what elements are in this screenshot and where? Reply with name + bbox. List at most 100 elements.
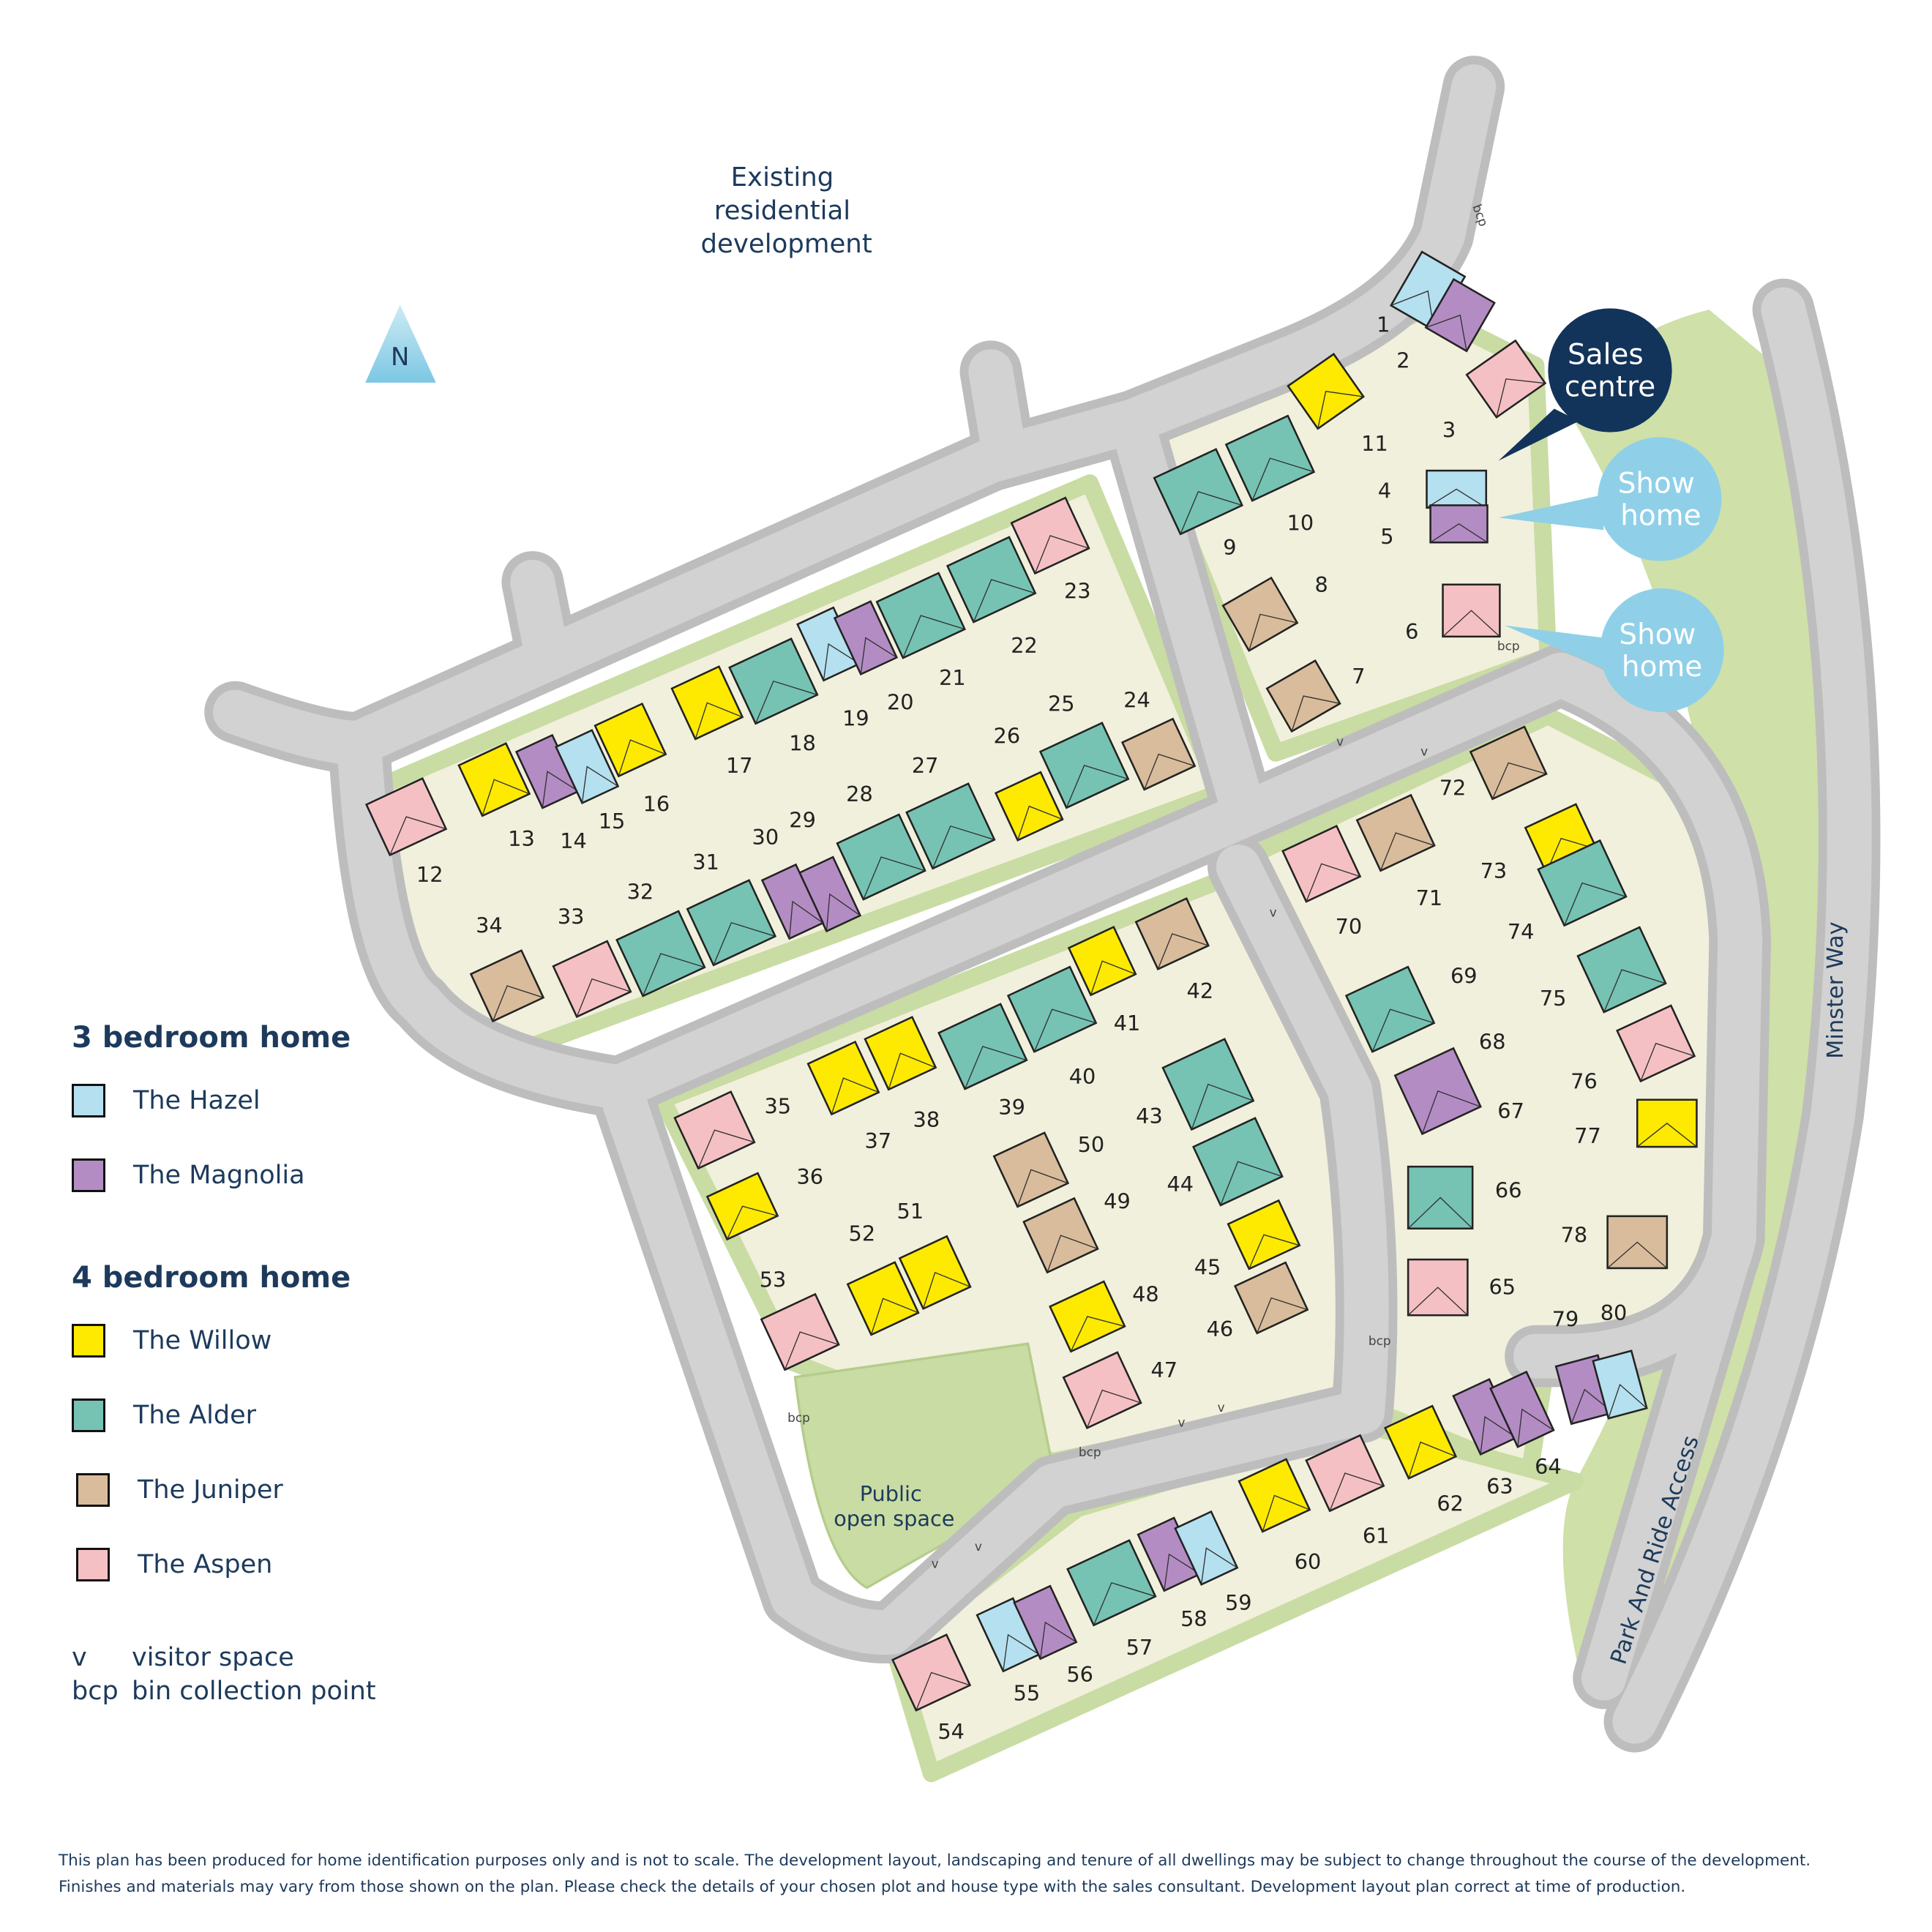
plot-number[interactable]: 9 [1223,535,1236,560]
plot-number[interactable]: 39 [998,1095,1025,1120]
plot-number[interactable]: 35 [764,1093,791,1118]
plot-number[interactable]: 4 [1378,478,1391,503]
house-aspen-plot-70[interactable] [1281,825,1362,903]
house-alder-plot-66[interactable] [1407,1165,1474,1230]
house-alder-plot-32[interactable] [615,910,706,997]
house-magnolia-plot-5[interactable] [1429,504,1489,544]
house-aspen-plot-3[interactable] [1465,339,1547,419]
house-willow-plot-37[interactable] [806,1040,880,1116]
plot-number[interactable]: 63 [1486,1474,1513,1499]
plot-number[interactable]: 26 [994,723,1021,748]
plot-number[interactable]: 64 [1535,1454,1562,1479]
plot-number[interactable]: 3 [1442,417,1456,442]
house-juniper-plot-7[interactable] [1265,659,1341,733]
plot-number[interactable]: 54 [937,1719,965,1744]
show-home-callout-plot-4[interactable]: Show home [1498,437,1722,561]
plot-number[interactable]: 30 [752,825,779,850]
plot-number[interactable]: 46 [1207,1317,1234,1341]
plot-number[interactable]: 15 [599,809,626,834]
house-willow-plot-26[interactable] [994,771,1064,842]
house-magnolia-plot-20[interactable] [833,600,899,676]
house-willow-plot-45[interactable] [1227,1199,1301,1270]
plot-number[interactable]: 2 [1396,348,1409,373]
house-alder-plot-74[interactable] [1537,839,1628,927]
plot-number[interactable]: 24 [1123,687,1150,712]
plot-number[interactable]: 23 [1064,578,1091,603]
house-juniper-plot-49[interactable] [1022,1197,1099,1274]
house-juniper-plot-42[interactable] [1134,897,1210,970]
plot-number[interactable]: 1 [1377,312,1390,337]
house-alder-plot-27[interactable] [905,782,996,870]
house-alder-plot-57[interactable] [1066,1539,1157,1627]
house-aspen-plot-6[interactable] [1442,583,1501,638]
plot-number[interactable]: 72 [1439,775,1467,800]
plot-number[interactable]: 21 [939,665,966,690]
plot-number[interactable]: 12 [416,862,443,887]
house-willow-plot-60[interactable] [1238,1458,1311,1533]
plot-number[interactable]: 53 [760,1267,787,1292]
house-juniper-plot-24[interactable] [1120,717,1197,791]
sales-centre-callout[interactable]: Sales centre [1498,308,1672,461]
plot-number[interactable]: 68 [1479,1029,1506,1054]
plot-number[interactable]: 18 [789,731,816,756]
house-willow-plot-36[interactable] [705,1172,779,1241]
plot-number[interactable]: 52 [849,1221,876,1246]
house-hazel-plot-15[interactable] [555,729,620,805]
plot-number[interactable]: 37 [865,1128,892,1153]
plot-number[interactable]: 13 [508,826,535,851]
plot-number[interactable]: 75 [1540,986,1567,1011]
house-aspen-plot-12[interactable] [364,777,448,857]
plot-number[interactable]: 31 [692,850,719,875]
house-magnolia-plot-64[interactable] [1489,1370,1555,1448]
house-alder-plot-39[interactable] [937,1003,1028,1090]
plot-number[interactable]: 62 [1437,1491,1464,1516]
plot-number[interactable]: 78 [1561,1222,1588,1247]
plot-number[interactable]: 55 [1014,1681,1041,1706]
plot-number[interactable]: 71 [1416,886,1443,910]
plot-number[interactable]: 8 [1315,572,1328,597]
house-willow-plot-17[interactable] [670,665,744,741]
plot-number[interactable]: 16 [643,791,670,816]
plot-number[interactable]: 25 [1048,691,1075,716]
house-magnolia-plot-2[interactable] [1424,277,1496,353]
plot-number[interactable]: 80 [1600,1300,1628,1325]
plot-number[interactable]: 50 [1078,1132,1105,1157]
plot-number[interactable]: 57 [1126,1635,1153,1660]
plot-number[interactable]: 29 [789,807,816,832]
plot-number[interactable]: 42 [1187,978,1214,1003]
house-alder-plot-25[interactable] [1038,722,1130,809]
house-alder-plot-44[interactable] [1192,1117,1284,1207]
house-alder-plot-28[interactable] [836,813,926,901]
plot-number[interactable]: 27 [912,753,939,778]
house-aspen-plot-23[interactable] [1010,496,1090,575]
plot-number[interactable]: 74 [1508,919,1535,944]
house-juniper-plot-46[interactable] [1233,1261,1309,1335]
house-willow-plot-11[interactable] [1287,353,1365,430]
house-alder-plot-31[interactable] [686,879,777,967]
house-willow-plot-41[interactable] [1067,926,1137,997]
plot-number[interactable]: 56 [1066,1662,1093,1687]
house-juniper-plot-78[interactable] [1606,1215,1669,1270]
house-alder-plot-9[interactable] [1153,448,1244,536]
house-willow-plot-13[interactable] [457,742,531,817]
house-willow-plot-38[interactable] [864,1016,937,1091]
plot-number[interactable]: 79 [1552,1306,1579,1331]
plot-number[interactable]: 17 [726,753,753,778]
plot-number[interactable]: 36 [796,1164,823,1189]
plot-number[interactable]: 44 [1167,1172,1194,1197]
house-alder-plot-43[interactable] [1161,1038,1255,1131]
plot-number[interactable]: 32 [627,880,654,905]
plot-number[interactable]: 34 [476,913,503,937]
plot-number[interactable]: 40 [1069,1064,1096,1089]
plot-number[interactable]: 20 [887,690,914,715]
house-alder-plot-68[interactable] [1344,965,1436,1053]
plot-number[interactable]: 41 [1114,1011,1141,1036]
house-alder-plot-21[interactable] [875,572,966,659]
plot-number[interactable]: 73 [1480,858,1508,883]
plot-number[interactable]: 10 [1287,510,1314,535]
plot-number[interactable]: 58 [1180,1606,1208,1631]
plot-number[interactable]: 11 [1361,431,1388,456]
plot-number[interactable]: 47 [1150,1358,1177,1382]
plot-number[interactable]: 22 [1011,633,1038,658]
house-juniper-plot-71[interactable] [1355,793,1436,872]
